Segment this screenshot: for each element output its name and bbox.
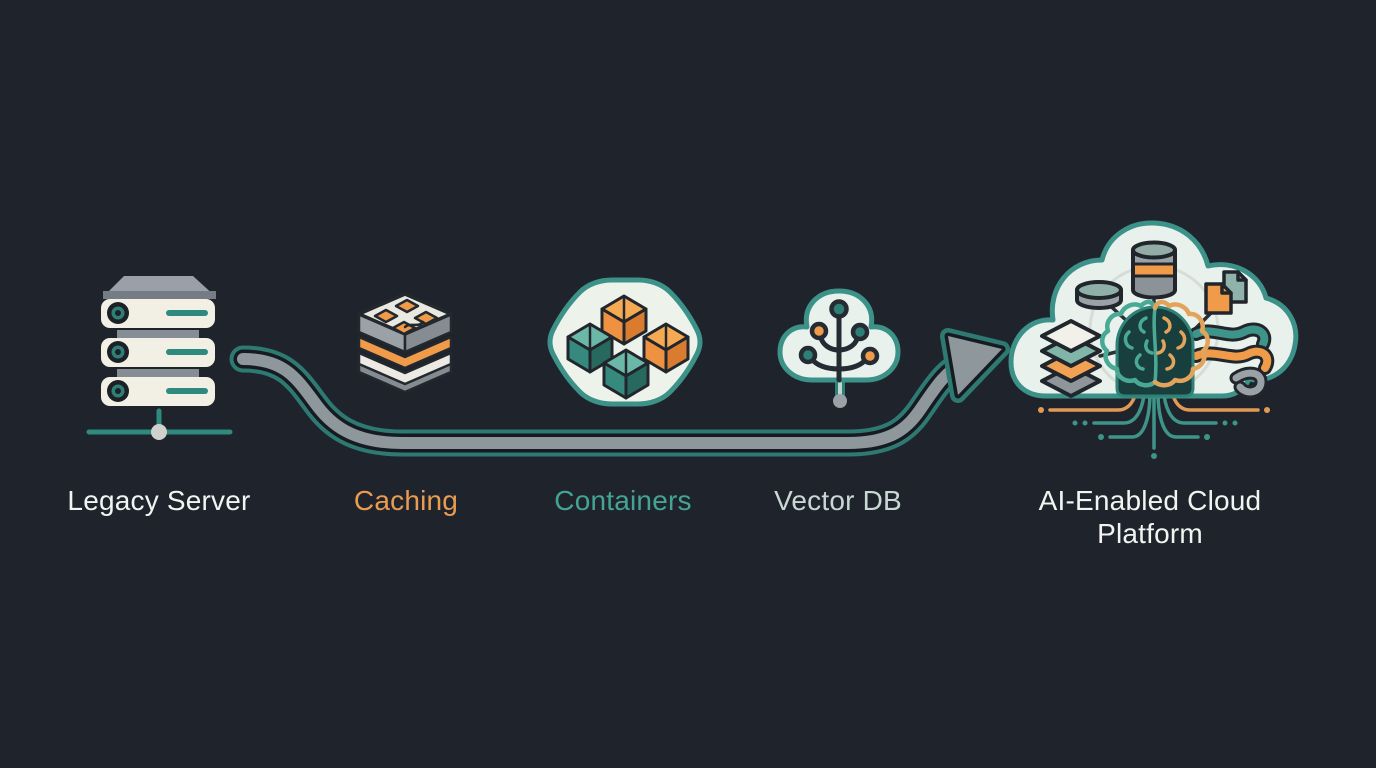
tree-node-orange: [809, 321, 829, 341]
data-flow-icon: [1189, 322, 1275, 399]
arrowhead-icon: [940, 328, 1010, 403]
server-drive: [101, 299, 215, 328]
server-rack-icon: [86, 276, 233, 440]
ai-cloud-brain-icon: [1008, 220, 1299, 459]
network-connector: [86, 408, 233, 440]
disk-icon: [1075, 280, 1123, 310]
container-cubes-icon: [547, 277, 703, 407]
vector-cloud-tree-icon: [777, 288, 901, 408]
tree-node-teal: [798, 345, 818, 365]
server-drive: [101, 377, 215, 406]
circuit-traces-icon: [1038, 386, 1270, 459]
stage-label-containers: Containers: [554, 485, 692, 516]
server-drive: [101, 338, 215, 367]
tree-node-teal: [829, 299, 849, 319]
container-cube-orange: [600, 294, 648, 346]
layer-stack-icon: [1040, 319, 1102, 398]
cache-layers-icon: [357, 292, 453, 394]
tree-node-orange: [860, 346, 880, 366]
stem-node: [833, 394, 847, 408]
stage-label-legacy-server: Legacy Server: [67, 485, 251, 516]
migration-flow-arrow: [229, 328, 1010, 457]
database-cylinder-icon: [1131, 240, 1177, 300]
stage-label-ai-cloud: AI-Enabled Cloud Platform: [1038, 485, 1262, 549]
stage-label-vector-db: Vector DB: [774, 485, 902, 516]
tree-node-teal: [850, 322, 870, 342]
container-cube-orange: [642, 322, 690, 374]
container-cube-teal: [602, 348, 650, 400]
brain-icon: [1100, 299, 1210, 388]
stage-label-caching: Caching: [353, 485, 459, 516]
cache-chips: [373, 298, 439, 336]
container-cube-teal: [566, 322, 614, 374]
documents-icon: [1204, 270, 1248, 315]
